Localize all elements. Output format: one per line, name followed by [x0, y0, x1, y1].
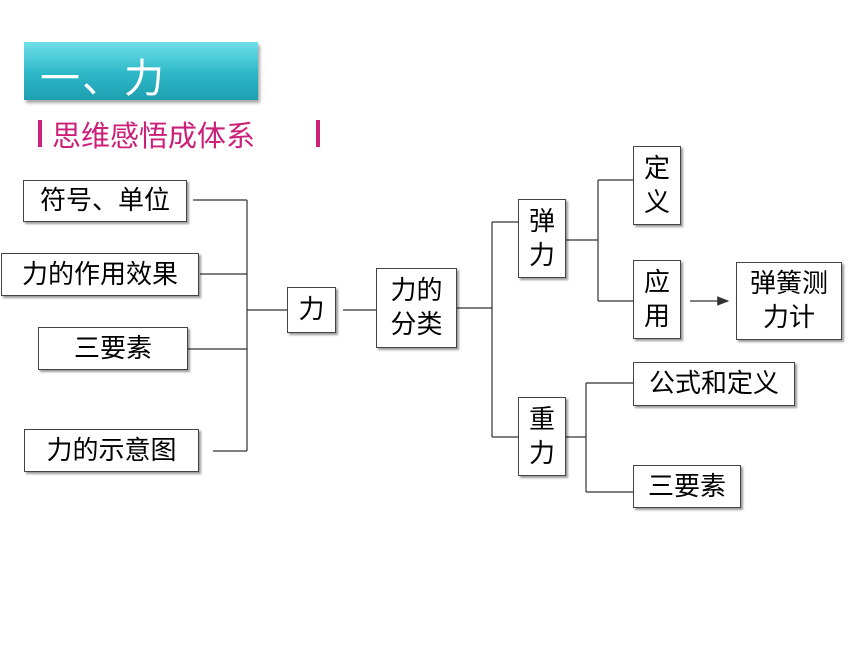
node-three-elements: 三要素	[38, 327, 188, 370]
node-classification: 力的 分类	[376, 268, 457, 348]
node-elastic-force: 弹 力	[518, 199, 566, 278]
node-gravity-elements: 三要素	[633, 465, 741, 508]
node-symbol-unit: 符号、单位	[23, 180, 187, 222]
page-title: 一、力	[40, 56, 166, 102]
node-force-diagram: 力的示意图	[24, 429, 199, 472]
node-force-effect: 力的作用效果	[1, 253, 199, 296]
node-formula-definition: 公式和定义	[633, 362, 795, 406]
node-gravity: 重 力	[518, 397, 566, 476]
node-application: 应 用	[633, 260, 681, 339]
subtitle-right-bar	[316, 120, 320, 147]
title-banner: 一、力	[24, 42, 258, 102]
section-subtitle: 思维感悟成体系	[52, 119, 256, 153]
node-spring-scale: 弹簧测 力计	[736, 262, 842, 340]
node-force: 力	[287, 287, 336, 333]
subtitle-left-bar	[38, 120, 42, 147]
node-definition: 定 义	[633, 146, 681, 225]
